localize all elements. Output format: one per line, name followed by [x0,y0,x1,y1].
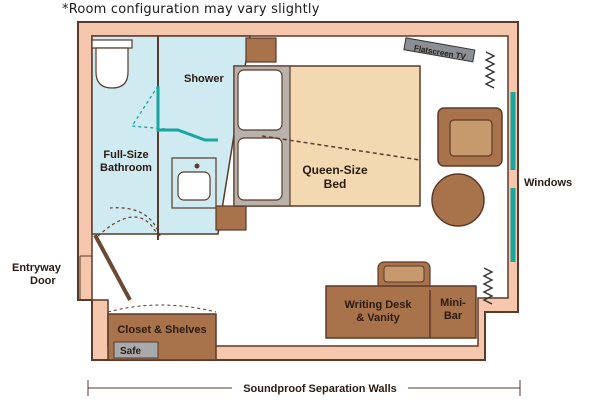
label-entry-line1: Entryway [12,262,62,274]
label-minibar-line2: Bar [444,310,463,322]
toilet-bowl [95,47,129,89]
nightstand-bottom [215,205,247,231]
label-closet: Closet & Shelves [117,324,206,336]
shower-door-swing [130,85,179,131]
shower-glass [158,128,218,142]
desk-chair-seat [383,265,425,283]
configuration-note: *Room configuration may vary slightly [62,2,320,17]
label-bathroom-line2: Bathroom [100,162,152,174]
label-desk-line2: & Vanity [356,312,400,324]
sink-basin [177,171,211,201]
label-walls: Soundproof Separation Walls [243,383,397,395]
round-table [431,173,485,227]
safe [113,341,159,359]
label-entry-line2: Door [30,275,56,287]
label-shower: Shower [184,73,224,85]
armchair-seat [449,119,493,157]
label-minibar-line1: Mini- [440,297,466,309]
label-bathroom-line1: Full-Size [103,149,148,161]
pillow-bottom [237,137,283,201]
entry-door-leaf [93,234,132,301]
flatscreen-tv-icon [403,37,476,63]
label-desk-line1: Writing Desk [344,299,412,311]
entry-door-swing [109,207,161,237]
curtain-top-icon [484,51,496,89]
pillow-top [237,69,283,131]
faucet-icon [194,163,200,169]
writing-desk [325,285,477,339]
label-bed-line1: Queen-Size [302,163,368,177]
curtain-bottom-icon [482,267,494,305]
nightstand-top [245,37,277,63]
label-bed-line2: Bed [324,177,347,191]
bed-centerline [261,135,421,161]
label-windows: Windows [524,177,572,189]
closet-door-swing [107,304,217,313]
bathroom-door-swing [97,216,159,237]
toilet-tank [91,39,133,49]
label-safe: Safe [120,346,142,357]
